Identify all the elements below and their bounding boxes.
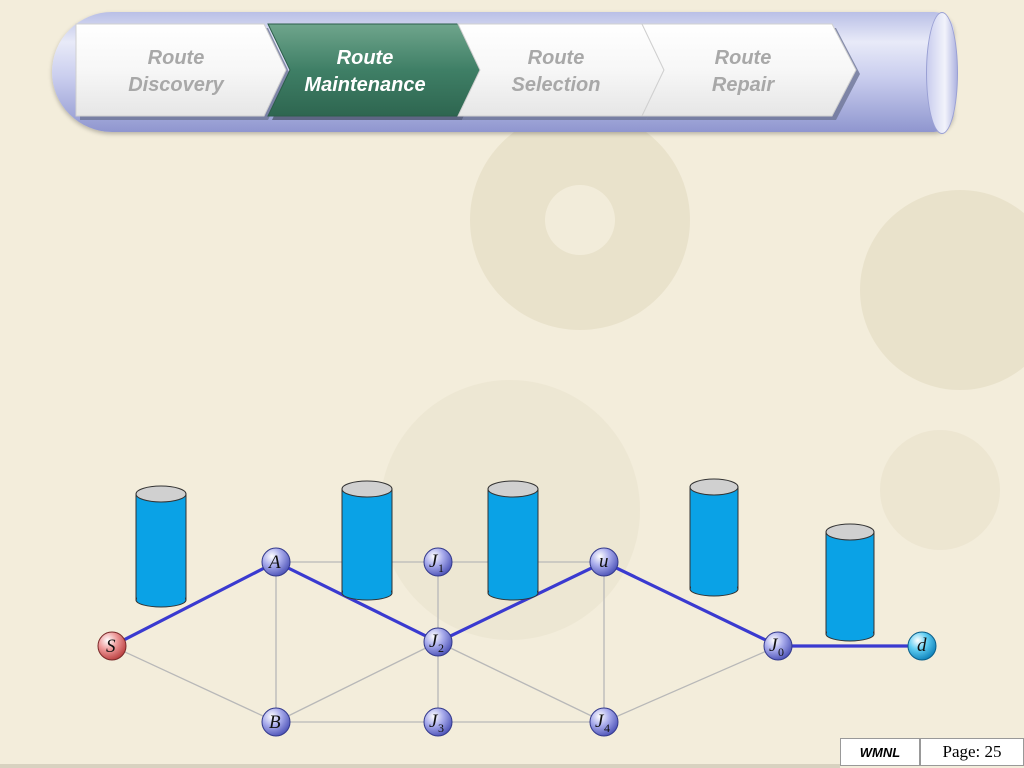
node-j3-label: J <box>429 711 439 732</box>
node-s[interactable]: S <box>97 631 127 661</box>
footer-strip <box>0 764 840 768</box>
node-b-label: B <box>269 712 281 733</box>
footer-page-number: Page: 25 <box>920 738 1024 766</box>
step-chevron-route-discovery[interactable] <box>75 23 287 117</box>
buffer-cylinder <box>487 480 539 601</box>
background-gear <box>880 430 1000 550</box>
node-j2[interactable]: J 2 <box>423 627 453 657</box>
buffer-cylinder <box>135 485 187 608</box>
buffer-cylinders <box>135 478 875 642</box>
step-label-route-selection: Route Selection <box>511 47 601 96</box>
node-j0[interactable]: J 0 <box>763 631 793 661</box>
background-gear <box>860 190 1024 390</box>
node-j1[interactable]: J 1 <box>423 547 453 577</box>
node-j4-label: J <box>595 711 605 732</box>
step-label-route-repair: Route Repair <box>711 47 775 96</box>
node-j3-subscript: 3 <box>438 721 444 735</box>
node-d-label: d <box>917 635 927 656</box>
node-u-label: u <box>599 551 609 572</box>
buffer-cylinder <box>689 478 739 597</box>
background-gear-hub <box>545 185 615 255</box>
node-s-label: S <box>106 636 116 657</box>
node-j0-subscript: 0 <box>778 645 784 659</box>
node-j4[interactable]: J 4 <box>589 707 619 737</box>
process-bar-end-cap <box>926 12 958 134</box>
active-route-path <box>111 560 922 648</box>
node-j2-subscript: 2 <box>438 641 444 655</box>
node-b[interactable]: B <box>261 707 291 737</box>
node-d[interactable]: d <box>907 631 937 661</box>
node-j4-subscript: 4 <box>604 721 610 735</box>
node-u[interactable]: u <box>589 547 619 577</box>
step-chevron-route-repair[interactable] <box>641 23 857 117</box>
node-j1-label: J <box>429 551 439 572</box>
node-j0-label: J <box>769 635 779 656</box>
buffer-cylinder <box>341 480 393 601</box>
step-label-route-discovery: Route Discovery <box>128 47 224 96</box>
footer-org-label: WMNL <box>840 738 920 766</box>
step-label-route-maintenance: Route Maintenance <box>304 47 426 96</box>
node-a-label: A <box>267 552 281 573</box>
node-j1-subscript: 1 <box>438 561 444 575</box>
node-a[interactable]: A <box>261 547 291 577</box>
node-j2-label: J <box>429 631 439 652</box>
buffer-cylinder <box>825 523 875 642</box>
process-chevrons <box>75 23 860 120</box>
node-j3[interactable]: J 3 <box>423 707 453 737</box>
